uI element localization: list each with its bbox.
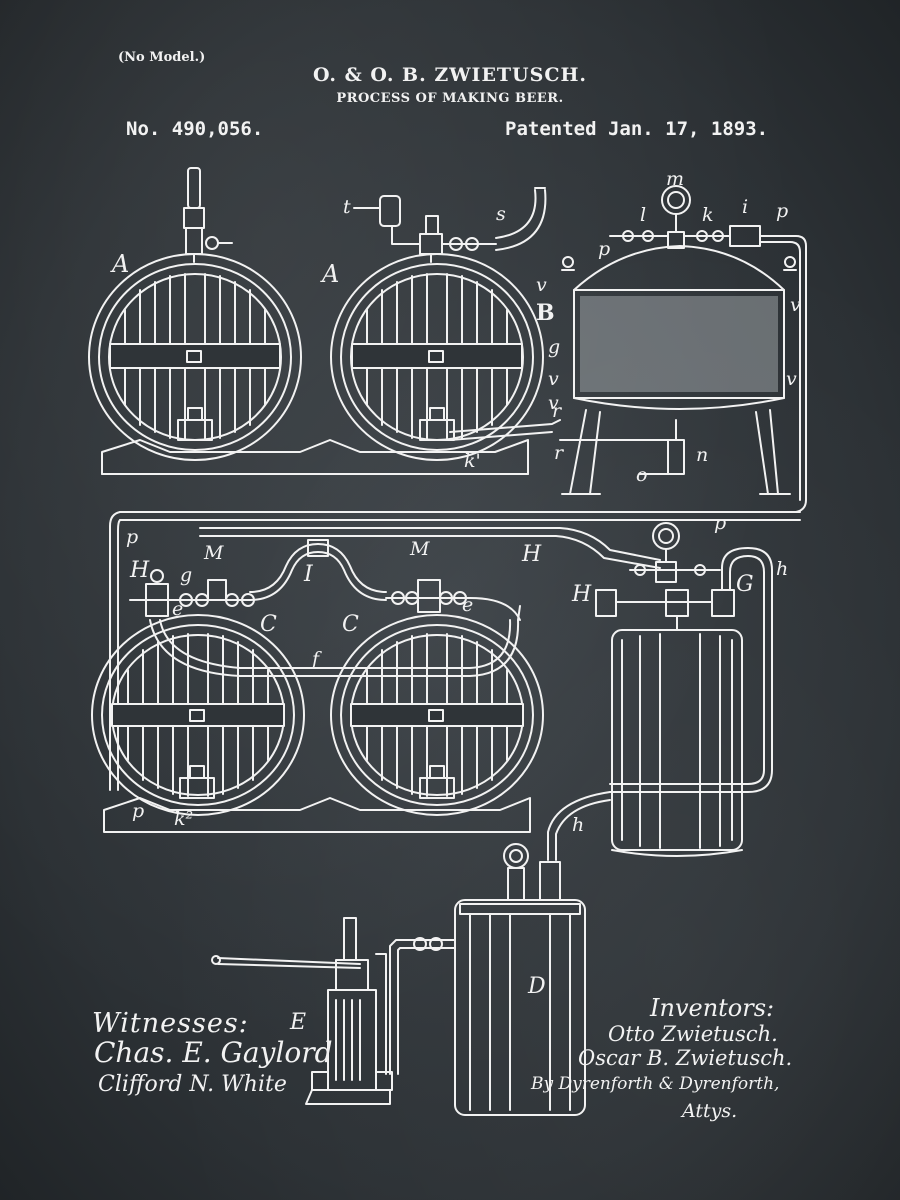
label-v-1: v <box>536 274 547 296</box>
inventor-1-name: Otto Zwietusch. <box>608 1022 778 1046</box>
label-p-mid-left: p <box>126 526 139 548</box>
middle-left-cask <box>91 614 305 816</box>
label-m-left: M <box>204 542 224 564</box>
label-c-left: C <box>260 612 277 637</box>
label-m-right: M <box>410 538 430 560</box>
label-h-pipe: H <box>522 542 542 567</box>
patent-date: Patented Jan. 17, 1893. <box>505 118 769 140</box>
left-fittings <box>129 539 387 617</box>
label-v-4: v <box>548 392 559 414</box>
attorney-line: By Dyrenforth & Dyrenforth, <box>531 1074 780 1094</box>
pressure-tank-b <box>559 185 807 513</box>
pipe-p-horizontal <box>109 511 801 791</box>
inventor-2-name: Oscar B. Zwietusch. <box>578 1046 793 1070</box>
pump-e <box>211 917 393 1105</box>
top-left-cask <box>88 253 302 461</box>
label-k2: k² <box>174 808 194 830</box>
label-n: n <box>696 444 709 466</box>
label-p-mid-right: p <box>714 512 727 534</box>
label-i-arch: I <box>304 562 313 587</box>
label-p-top: p <box>776 200 789 222</box>
middle-cask-base <box>103 797 531 833</box>
label-g: G <box>736 572 754 597</box>
pipe-h-line <box>199 527 661 569</box>
storage-tank-d <box>389 843 586 1116</box>
no-model-note: (No Model.) <box>118 50 206 65</box>
fermenting-cylinder <box>547 522 773 861</box>
label-d: D <box>528 974 546 999</box>
label-e-left: e <box>172 598 184 620</box>
attorneys-label: Attys. <box>682 1100 738 1122</box>
label-r-upper: r <box>552 400 562 422</box>
label-h-left: H <box>130 558 150 583</box>
label-h-right: H <box>572 582 592 607</box>
right-fittings <box>385 579 521 621</box>
label-v-2: v <box>790 294 801 316</box>
label-a-right: A <box>322 260 340 288</box>
witness-1-signature: Chas. E. Gaylord <box>94 1036 333 1069</box>
label-h-upper: h <box>776 558 789 580</box>
label-a-left: A <box>112 250 130 278</box>
label-k1: k' <box>464 450 481 472</box>
top-right-cask <box>330 253 561 461</box>
patent-number: No. 490,056. <box>126 118 264 140</box>
label-i: i <box>742 196 749 218</box>
middle-right-cask <box>330 614 544 816</box>
label-b: B <box>536 300 555 326</box>
inventors-label: Inventors: <box>650 994 775 1022</box>
label-h-lower: h <box>572 814 585 836</box>
label-f: f <box>312 648 320 670</box>
label-p-bottom: p <box>132 800 145 822</box>
label-g-left: g <box>180 564 193 586</box>
label-r-lower: r <box>554 442 564 464</box>
label-s: s <box>496 203 506 225</box>
label-g-tank: g <box>548 336 561 358</box>
witnesses-label: Witnesses: <box>92 1008 249 1039</box>
label-t: t <box>343 196 351 218</box>
label-e-right: e <box>462 594 474 616</box>
label-k: k <box>702 204 714 226</box>
label-e-pump: E <box>290 1010 307 1035</box>
label-o: o <box>636 464 648 486</box>
patent-subject: PROCESS OF MAKING BEER. <box>336 91 564 106</box>
label-l: l <box>640 204 647 226</box>
top-right-pipework <box>353 187 547 263</box>
top-cask-base <box>101 439 529 475</box>
witness-2-signature: Clifford N. White <box>98 1072 287 1097</box>
label-v-3: v <box>548 368 559 390</box>
label-m: m <box>666 168 685 190</box>
label-c-right: C <box>342 612 359 637</box>
top-left-faucet <box>183 167 233 263</box>
pipe-f <box>149 605 521 677</box>
patent-title: O. & O. B. ZWIETUSCH. <box>312 64 588 86</box>
label-v-5: v <box>786 368 797 390</box>
label-p-tank: p <box>598 238 611 260</box>
